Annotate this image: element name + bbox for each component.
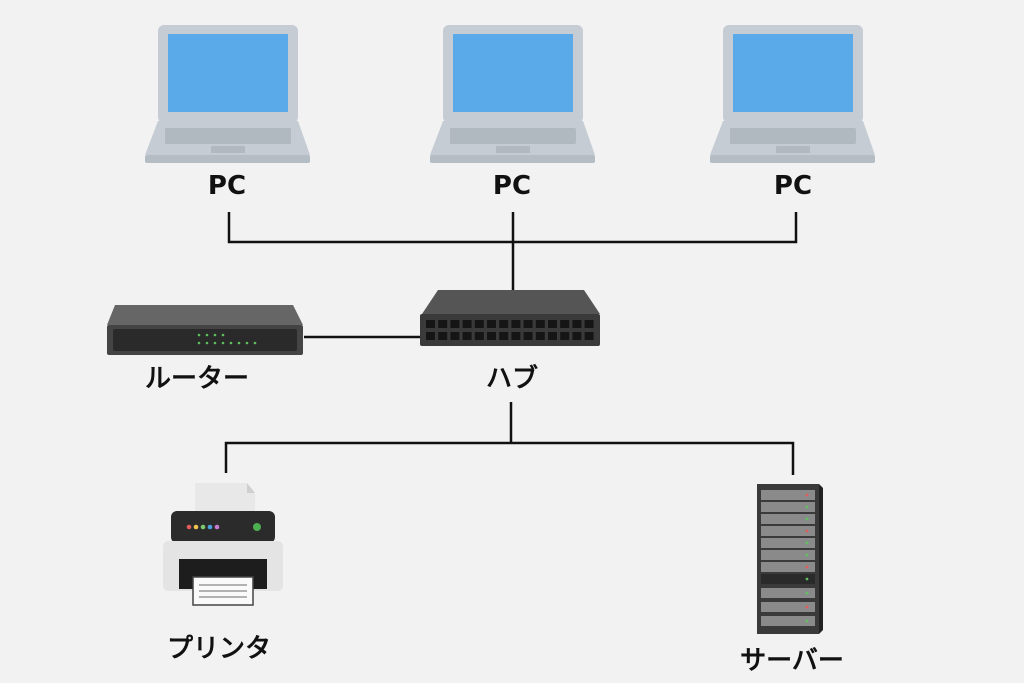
server-led xyxy=(805,591,809,595)
server-unit xyxy=(761,562,815,572)
server-unit xyxy=(761,550,815,560)
server-unit xyxy=(761,616,815,626)
hub-port xyxy=(450,332,460,340)
hub-port xyxy=(535,320,545,328)
hub-port xyxy=(511,320,521,328)
laptop-icon xyxy=(430,25,595,163)
hub-port xyxy=(511,332,521,340)
router-icon xyxy=(107,305,303,355)
server-unit xyxy=(761,574,815,584)
connection-lines xyxy=(224,212,798,475)
server-unit xyxy=(761,588,815,598)
hub-ports xyxy=(426,320,594,340)
server-led xyxy=(805,517,809,521)
server-unit xyxy=(761,538,815,548)
laptop-icon xyxy=(145,25,310,163)
hub-port xyxy=(438,320,448,328)
hub-port xyxy=(462,320,472,328)
hub-port xyxy=(560,332,570,340)
server-unit xyxy=(761,490,815,500)
server-led xyxy=(805,553,809,557)
hub-port xyxy=(523,320,533,328)
printer-icon xyxy=(163,483,283,606)
server-unit xyxy=(761,526,815,536)
pc-label: PC xyxy=(492,171,532,201)
hub-port xyxy=(548,320,557,328)
hub-port xyxy=(487,332,496,340)
server-led xyxy=(805,605,809,609)
hub-port xyxy=(438,332,448,340)
pc-label: PC xyxy=(207,171,247,201)
server-label: サーバー xyxy=(740,646,844,676)
server-unit xyxy=(761,602,815,612)
hub-port xyxy=(426,320,435,328)
server-led xyxy=(805,619,809,623)
hub-port xyxy=(474,320,484,328)
hub-port xyxy=(535,332,545,340)
server-led xyxy=(805,565,809,569)
hub-port xyxy=(474,332,484,340)
printer-label: プリンタ xyxy=(166,634,272,664)
server-unit xyxy=(761,502,815,512)
server-led xyxy=(805,529,809,533)
server-icon xyxy=(757,484,823,634)
hub-port xyxy=(462,332,472,340)
pc-label: PC xyxy=(773,171,813,201)
hub-port xyxy=(560,320,570,328)
hub-port xyxy=(499,332,509,340)
server-led xyxy=(805,577,809,581)
hub-port xyxy=(523,332,533,340)
hub-port xyxy=(584,332,594,340)
hub-label: ハブ xyxy=(485,364,539,394)
line-printer-server-bus xyxy=(224,441,795,475)
hub-port xyxy=(450,320,460,328)
hub-port xyxy=(572,320,582,328)
hub-port xyxy=(584,320,594,328)
laptop-icon xyxy=(710,25,875,163)
hub-port xyxy=(499,320,509,328)
server-units xyxy=(761,490,815,626)
server-led xyxy=(805,505,809,509)
hub-port xyxy=(487,320,496,328)
server-led xyxy=(805,541,809,545)
server-led xyxy=(805,493,809,497)
hub-icon xyxy=(420,290,600,346)
server-unit xyxy=(761,514,815,524)
hub-port xyxy=(426,332,435,340)
router-label: ルーター xyxy=(144,364,250,394)
hub-port xyxy=(572,332,582,340)
hub-port xyxy=(548,332,557,340)
